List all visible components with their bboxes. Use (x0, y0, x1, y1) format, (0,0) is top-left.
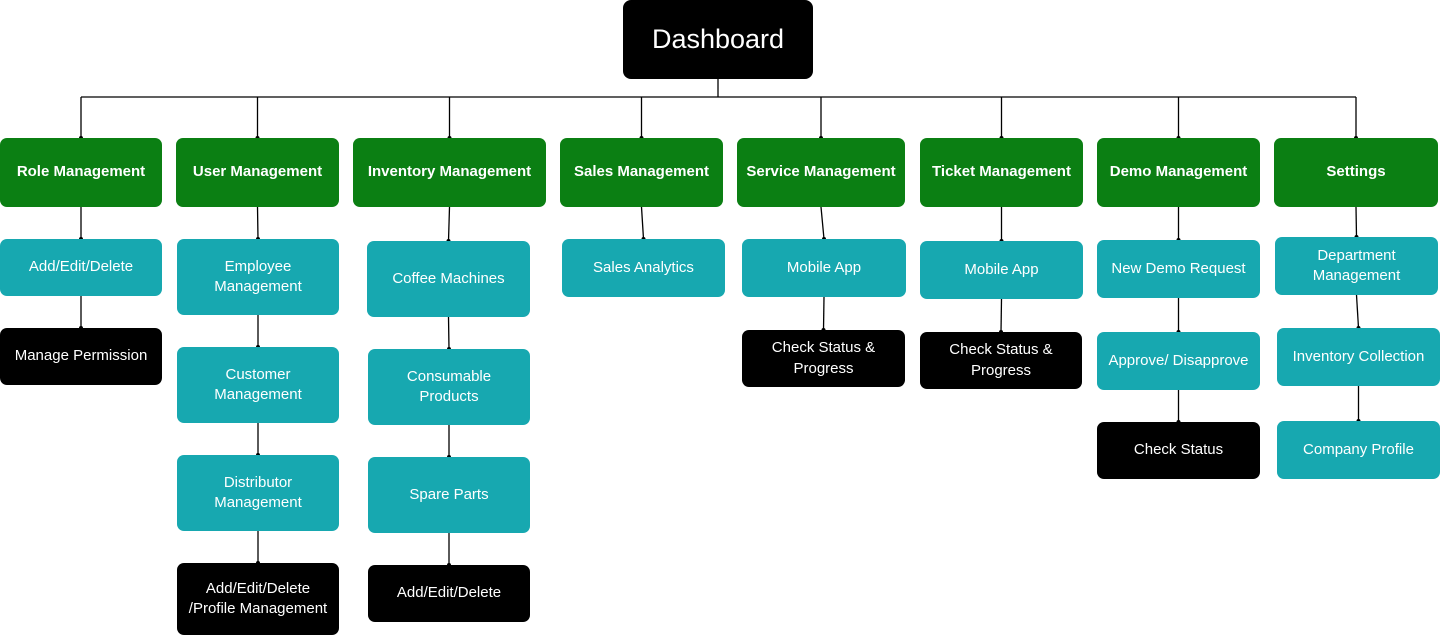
child-connector (822, 296, 825, 331)
user-management-node[interactable]: User Management (176, 138, 339, 207)
child-connector (447, 316, 450, 350)
role-add-edit-delete-node[interactable]: Add/Edit/Delete (0, 239, 162, 296)
ticket-mobile-app-node[interactable]: Mobile App (920, 241, 1083, 299)
child-connector (640, 206, 645, 240)
consumable-products-node[interactable]: Consumable Products (368, 349, 530, 425)
demo-check-status-node[interactable]: Check Status (1097, 422, 1260, 479)
demo-management-node[interactable]: Demo Management (1097, 138, 1260, 207)
user-add-edit-delete-profile-node[interactable]: Add/Edit/Delete /Profile Management (177, 563, 339, 635)
inventory-management-node[interactable]: Inventory Management (353, 138, 546, 207)
service-management-node[interactable]: Service Management (737, 138, 905, 207)
child-connector (1355, 294, 1360, 329)
child-connector (447, 206, 451, 242)
sales-management-node[interactable]: Sales Management (560, 138, 723, 207)
ticket-check-status-node[interactable]: Check Status & Progress (920, 332, 1082, 389)
service-mobile-app-node[interactable]: Mobile App (742, 239, 906, 297)
child-connector (1355, 206, 1358, 238)
child-connector (1000, 298, 1003, 333)
settings-node[interactable]: Settings (1274, 138, 1438, 207)
inventory-collection-node[interactable]: Inventory Collection (1277, 328, 1440, 386)
employee-management-node[interactable]: Employee Management (177, 239, 339, 315)
distributor-management-node[interactable]: Distributor Management (177, 455, 339, 531)
inventory-add-edit-delete-node[interactable]: Add/Edit/Delete (368, 565, 530, 622)
sales-analytics-node[interactable]: Sales Analytics (562, 239, 725, 297)
manage-permission-node[interactable]: Manage Permission (0, 328, 162, 385)
company-profile-node[interactable]: Company Profile (1277, 421, 1440, 479)
new-demo-request-node[interactable]: New Demo Request (1097, 240, 1260, 298)
coffee-machines-node[interactable]: Coffee Machines (367, 241, 530, 317)
spare-parts-node[interactable]: Spare Parts (368, 457, 530, 533)
dashboard-root-node[interactable]: Dashboard (623, 0, 813, 79)
role-management-node[interactable]: Role Management (0, 138, 162, 207)
approve-disapprove-node[interactable]: Approve/ Disapprove (1097, 332, 1260, 390)
child-connector (820, 206, 825, 240)
child-connector (256, 206, 259, 240)
customer-management-node[interactable]: Customer Management (177, 347, 339, 423)
service-check-status-node[interactable]: Check Status & Progress (742, 330, 905, 387)
ticket-management-node[interactable]: Ticket Management (920, 138, 1083, 207)
department-management-node[interactable]: Department Management (1275, 237, 1438, 295)
